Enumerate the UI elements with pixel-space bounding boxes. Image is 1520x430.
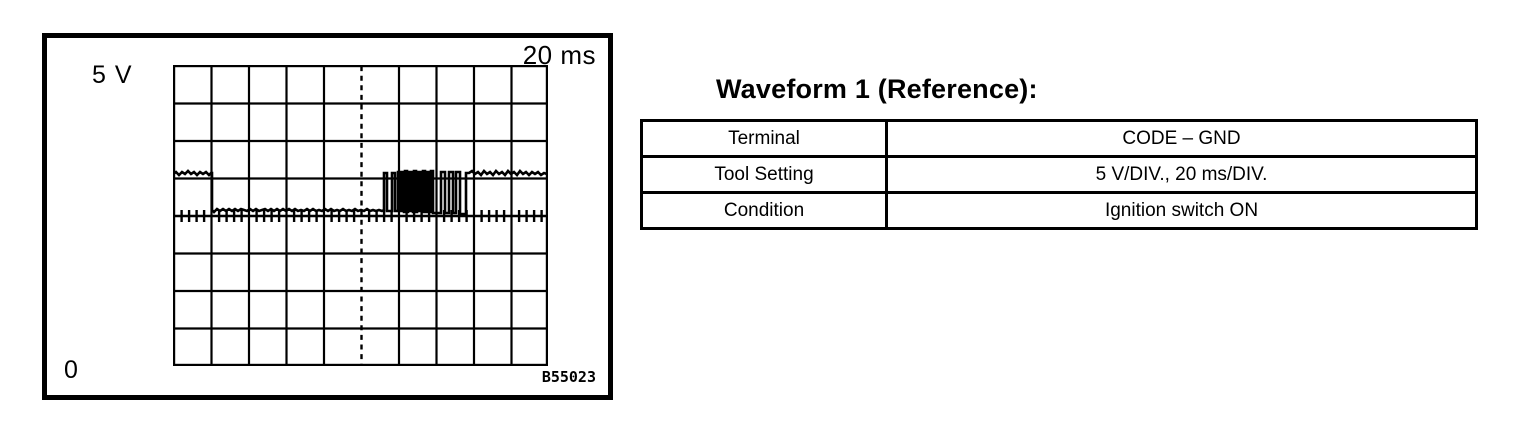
table-row: Tool Setting 5 V/DIV., 20 ms/DIV. [640,155,1478,194]
plot-center-axes [174,66,547,365]
plot-grid [173,65,548,366]
table-row: Condition Ignition switch ON [640,191,1478,230]
spec-value-tool-setting: 5 V/DIV., 20 ms/DIV. [885,155,1478,194]
signal-trace [173,169,548,216]
spec-value-terminal: CODE – GND [885,119,1478,158]
oscilloscope-panel: 5 V 0 20 ms B55023 [42,33,613,400]
spec-value-condition: Ignition switch ON [885,191,1478,230]
waveform-spec-table: Terminal CODE – GND Tool Setting 5 V/DIV… [640,119,1478,230]
zero-level-label: 0 [64,356,78,384]
spec-label-tool-setting: Tool Setting [640,155,888,194]
figure-code-label: B55023 [541,368,596,386]
vertical-scale-label: 5 V [92,61,133,89]
page-title: Waveform 1 (Reference): [716,74,1038,104]
table-row: Terminal CODE – GND [640,119,1478,158]
waveform-plot [173,65,548,366]
spec-label-terminal: Terminal [640,119,888,158]
spec-label-condition: Condition [640,191,888,230]
